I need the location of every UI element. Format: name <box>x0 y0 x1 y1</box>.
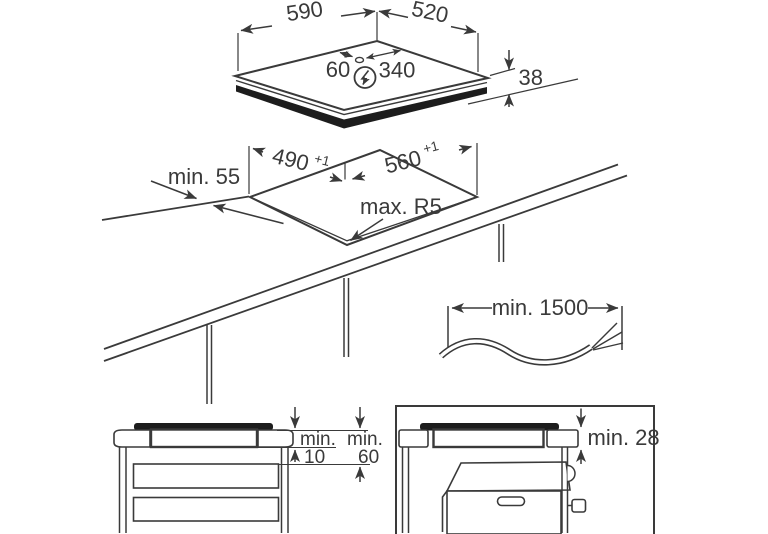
extension-line-38-top <box>489 67 516 77</box>
worktop-front-edge-bottom <box>103 174 628 362</box>
dim-line-520-a <box>378 8 409 19</box>
dim-line-490-b <box>329 172 343 182</box>
dim-drawer-value-a: 10 <box>304 447 325 468</box>
lightning-bolt-icon <box>353 66 377 89</box>
dim-arrow-60 <box>339 50 353 59</box>
worktop-left-piece-2 <box>398 429 429 448</box>
leader-corner-radius <box>350 218 384 242</box>
drawer-install-view: min. 10 min. 60 <box>113 407 383 533</box>
dim-hob-depth: 520 <box>410 0 451 28</box>
dim-hob-width: 590 <box>285 0 325 26</box>
hob-glass-bottom-edge <box>235 79 488 116</box>
dim-drawer-value-b: 60 <box>358 447 379 468</box>
dim-power-offset-left: 60 <box>326 57 350 82</box>
oven-left-edge <box>441 490 448 532</box>
dim-line-590-b <box>340 7 376 18</box>
worktop-right-piece-2 <box>546 429 579 448</box>
dim-cutout-width-tolerance: +1 <box>422 138 441 156</box>
dim-hob-height: 38 <box>519 65 543 90</box>
cutout-inner-edge <box>255 198 472 242</box>
cabinet-side-panels <box>118 447 289 533</box>
figure-frame <box>395 405 655 534</box>
extension-line-38-bottom <box>467 78 579 105</box>
cable-wire-ends <box>591 322 624 351</box>
hob-isometric-view: 590 520 60 340 38 <box>231 0 579 129</box>
dim-arrow-340 <box>366 48 401 60</box>
worktop-right-piece <box>257 429 294 448</box>
cutout-opening <box>247 148 480 247</box>
hob-body-profile-2 <box>432 428 545 449</box>
oven-handle <box>496 496 526 507</box>
dim-drawer-label-b: min. <box>347 429 383 450</box>
dim-edge-clearance: min. 55 <box>168 164 240 189</box>
oven-top-face <box>445 461 571 492</box>
cabinet-right-panel <box>561 446 569 533</box>
cabinet-left-wall <box>401 447 410 533</box>
worktop-back-edge <box>101 195 250 221</box>
hinge-bump <box>567 464 576 483</box>
dim-line-520-b <box>450 24 477 35</box>
worktop-left-piece <box>113 429 151 448</box>
oven-install-view: min. 28 <box>395 405 660 534</box>
power-cable-view: min. 1500 <box>438 295 624 366</box>
drawer-front-bottom <box>132 496 280 522</box>
dim-cable-length: min. 1500 <box>492 295 589 320</box>
dim-line-560-b <box>458 144 472 155</box>
hob-body-profile <box>149 428 259 449</box>
dim-line-590-a <box>240 23 273 34</box>
dim-drawer-label-a: min. <box>300 429 336 450</box>
dim-cutout-depth-tolerance: +1 <box>313 151 332 169</box>
lightning-bolt-glyph <box>360 70 370 85</box>
dim-power-offset-right: 340 <box>379 58 416 83</box>
dim-oven-clearance: min. 28 <box>588 425 660 450</box>
power-connection-point <box>354 56 365 64</box>
dim-line-560-a <box>352 171 366 181</box>
cabinet-edge-lines <box>206 224 505 404</box>
dim-arrow-55-a <box>150 180 197 200</box>
dim-arrow-55-b <box>213 203 284 225</box>
drawer-front-top <box>132 463 280 489</box>
dim-cutout-depth: 490 <box>270 143 312 176</box>
hob-skirt <box>236 85 487 129</box>
dim-line-490-a <box>252 147 266 158</box>
side-knob <box>571 498 587 513</box>
dim-corner-radius: max. R5 <box>360 194 442 219</box>
worktop-front-edge-top <box>103 163 619 350</box>
cable-core <box>439 339 592 364</box>
